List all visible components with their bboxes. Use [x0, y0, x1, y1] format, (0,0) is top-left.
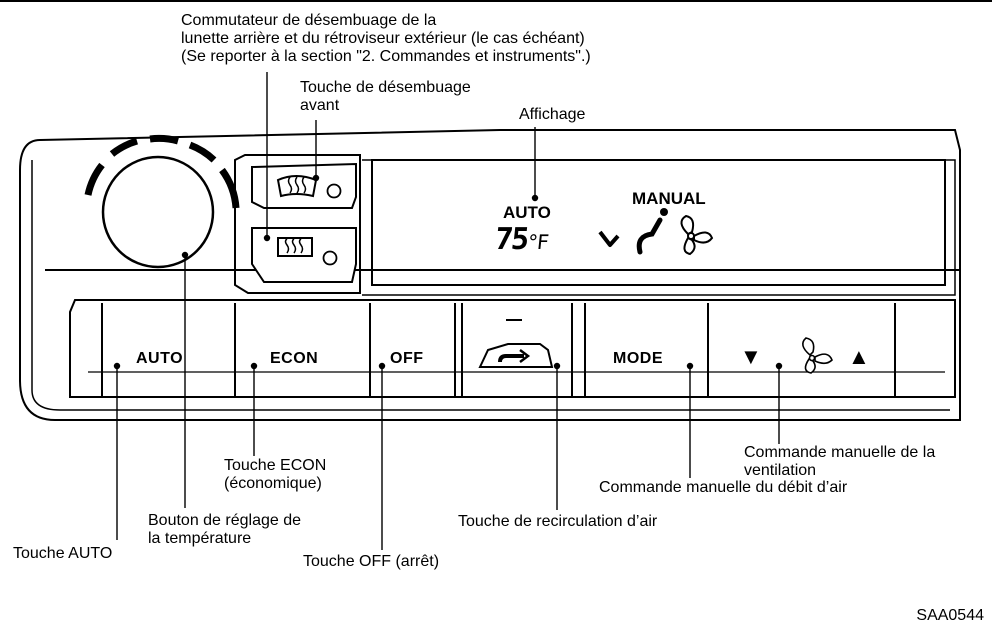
recirculation-icon [478, 343, 554, 368]
leader-dot [378, 362, 386, 370]
label-display: Affichage [519, 106, 586, 123]
leader-dot [686, 362, 694, 370]
leader-dot [113, 362, 121, 370]
label-front-defog: Touche de désembuage avant [300, 79, 471, 115]
mode-button-label: MODE [613, 350, 663, 367]
label-rear-defog-line: Commutateur de désembuage de la [181, 12, 437, 29]
display-outer [362, 159, 956, 296]
panel-bezel-top [39, 129, 961, 270]
label-econ: Touche ECON (économique) [224, 457, 326, 493]
label-front-defog-line: avant [300, 97, 340, 114]
leader-dot [312, 174, 320, 182]
label-temp-knob-line: la température [148, 530, 252, 547]
fan-down-icon: ▼ [740, 344, 763, 369]
airflow-mode-icon [598, 208, 668, 255]
display-temperature: 75°F [493, 222, 549, 257]
fan-speed-icon [802, 337, 833, 374]
label-temp-knob-line: Bouton de réglage de [148, 512, 302, 529]
leader-dot [775, 362, 783, 370]
fan-icon [680, 214, 714, 256]
label-rear-defog-line: lunette arrière et du rétroviseur extéri… [181, 30, 585, 47]
panel-bezel-inner [31, 160, 950, 411]
label-temp-knob: Bouton de réglage de la température [148, 512, 301, 548]
leader-dot [181, 251, 189, 259]
front-defog-icon [276, 175, 342, 199]
rear-defog-icon [277, 237, 338, 266]
display-frame [371, 159, 946, 286]
display-temp-unit: °F [525, 230, 549, 254]
econ-button-label: ECON [270, 350, 319, 367]
display-manual: MANUAL [632, 189, 706, 208]
label-mode: Commande manuelle du débit d’air [599, 479, 848, 496]
label-fan-line: ventilation [744, 462, 817, 479]
leader-dot [531, 194, 539, 202]
panel-bezel [19, 139, 961, 421]
leader-dot [250, 362, 258, 370]
label-off-key: Touche OFF (arrêt) [303, 553, 440, 570]
button-row [69, 299, 956, 398]
defog-housing [234, 154, 361, 294]
label-rear-defog: Commutateur de désembuage de la lunette … [181, 12, 591, 66]
display-temp-value: 75 [493, 222, 529, 257]
leader-dot [553, 362, 561, 370]
label-econ-line: (économique) [224, 475, 322, 492]
label-auto-key: Touche AUTO [13, 545, 113, 562]
label-fan: Commande manuelle de la ventilation [744, 444, 935, 480]
label-front-defog-line: Touche de désembuage [300, 79, 471, 96]
temperature-knob [84, 134, 240, 269]
off-button-label: OFF [390, 350, 424, 367]
figure-code: SAA0544 [916, 607, 984, 624]
temp-scale-seg [84, 162, 105, 196]
label-econ-line: Touche ECON [224, 457, 327, 474]
temp-scale-seg [109, 137, 139, 157]
label-recirc: Touche de recirculation d’air [458, 513, 658, 530]
display-auto: AUTO [503, 203, 551, 222]
label-fan-line: Commande manuelle de la [744, 444, 936, 461]
temp-scale-seg [149, 134, 179, 145]
leader-lines [113, 72, 783, 550]
fan-up-icon: ▲ [848, 344, 871, 369]
temp-scale-seg [188, 141, 217, 163]
auto-button-label: AUTO [136, 350, 184, 367]
temp-scale-seg [219, 167, 240, 209]
leader-dot [263, 234, 271, 242]
label-rear-defog-line: (Se reporter à la section "2. Commandes … [181, 48, 591, 65]
